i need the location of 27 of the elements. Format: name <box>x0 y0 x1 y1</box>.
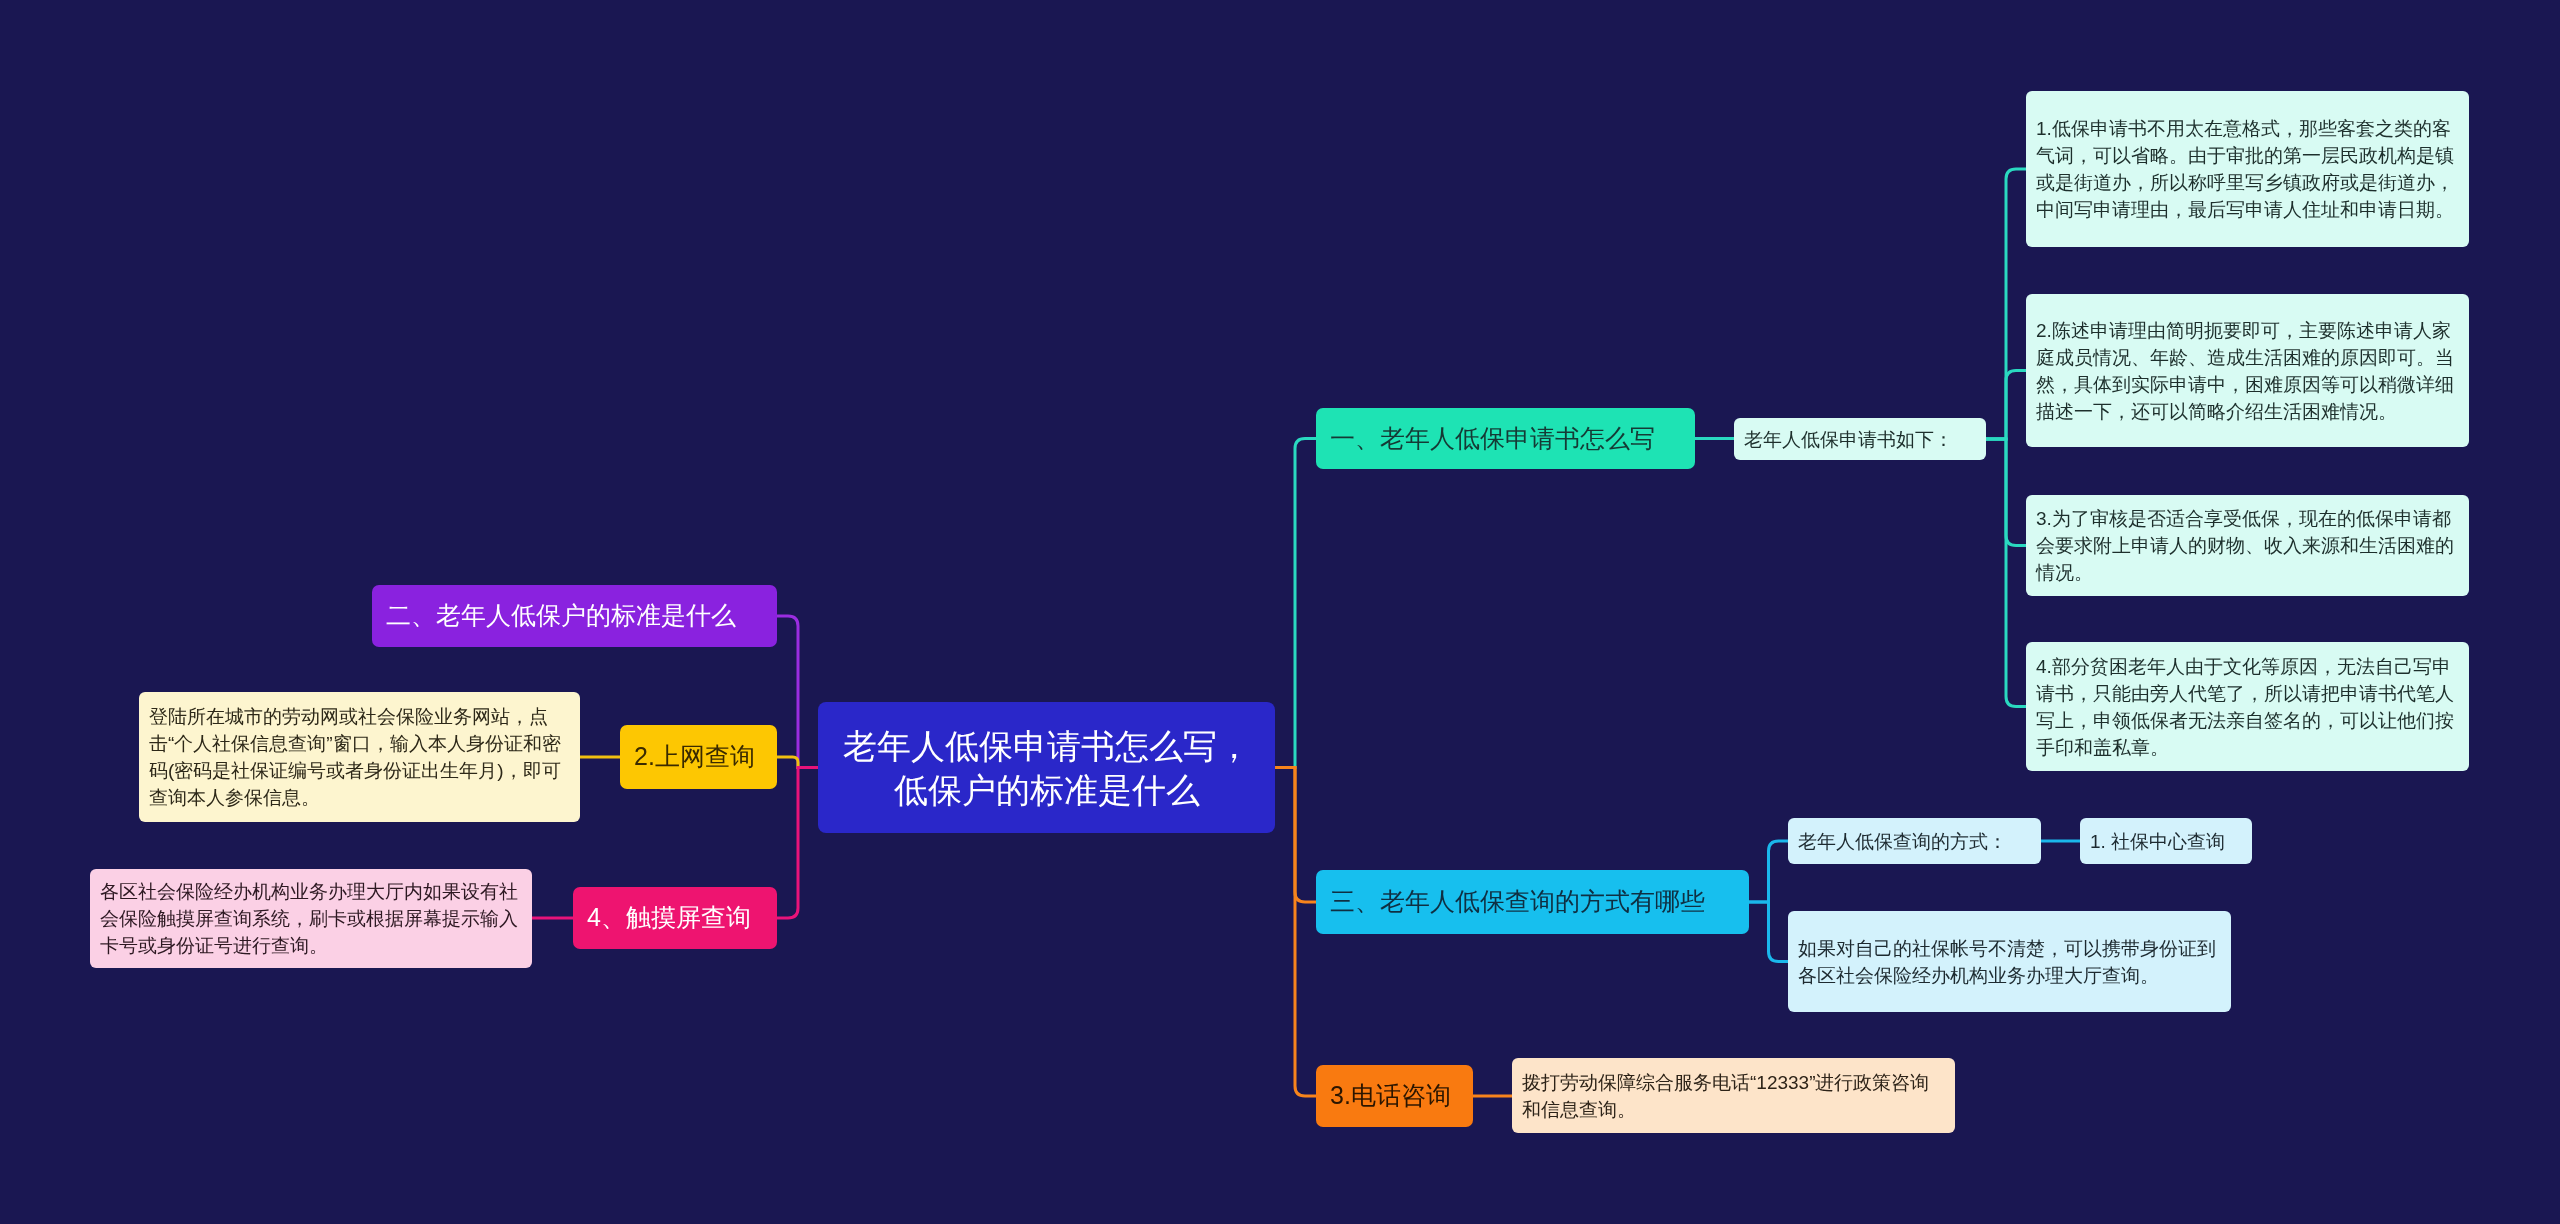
branch-topic-box: 二、老年人低保户的标准是什么 <box>372 585 777 647</box>
connector-line <box>532 916 573 920</box>
note-box: 1.低保申请书不用太在意格式，那些客套之类的客气词，可以省略。由于审批的第一层民政机构是镇或是街道办，所以称呼里写乡镇政府或是街道办，中间写申请理由，最后写申请人住址和申请日期。 <box>2026 91 2469 247</box>
connector-line <box>1275 766 1316 1098</box>
note-box: 4.部分贫困老年人由于文化等原因，无法自己写申请书，只能由旁人代笔了，所以请把申请书代笔人写上，申领低保者无法亲自签名的，可以让他们按手印和盖私章。 <box>2026 642 2469 771</box>
note-box: 登陆所在城市的劳动网或社会保险业务网站，点击“个人社保信息查询”窗口，输入本人身份证和密码(密码是社保证编号或者身份证出生年月)，即可查询本人参保信息。 <box>139 692 580 822</box>
connector-line <box>1473 1094 1512 1098</box>
branch-topic-box: 一、老年人低保申请书怎么写 <box>1316 408 1695 469</box>
note-box: 1. 社保中心查询 <box>2080 818 2252 864</box>
branch-topic-box: 3.电话咨询 <box>1316 1065 1473 1127</box>
connector-line <box>1986 437 2026 708</box>
connector-line <box>1749 900 1788 963</box>
note-box: 2.陈述申请理由简明扼要即可，主要陈述申请人家庭成员情况、年龄、造成生活困难的原因即可。当然，具体到实际申请中，困难原因等可以稍微详细描述一下，还可以简略介绍生活困难情况。 <box>2026 294 2469 447</box>
connector-line <box>580 755 620 759</box>
note-box: 如果对自己的社保帐号不清楚，可以携带身份证到各区社会保险经办机构业务办理大厅查询。 <box>1788 911 2231 1012</box>
note-box: 3.为了审核是否适合享受低保，现在的低保申请都会要求附上申请人的财物、收入来源和生活困难的情况。 <box>2026 495 2469 596</box>
branch-topic-box: 4、触摸屏查询 <box>573 887 777 949</box>
connector-line <box>2041 839 2080 843</box>
branch-topic-box: 三、老年人低保查询的方式有哪些 <box>1316 870 1749 934</box>
note-box: 老年人低保申请书如下： <box>1734 418 1986 460</box>
root-topic-box: 老年人低保申请书怎么写，低保户的标准是什么 <box>818 702 1275 833</box>
note-box: 各区社会保险经办机构业务办理大厅内如果设有社会保险触摸屏查询系统，刷卡或根据屏幕提示输入卡号或身份证号进行查询。 <box>90 869 532 968</box>
connector-line <box>777 766 818 920</box>
branch-topic-box: 2.上网查询 <box>620 725 777 789</box>
connector-line <box>1695 437 1734 440</box>
note-box: 拨打劳动保障综合服务电话“12333”进行政策咨询和信息查询。 <box>1512 1058 1955 1133</box>
note-box: 老年人低保查询的方式： <box>1788 818 2041 864</box>
